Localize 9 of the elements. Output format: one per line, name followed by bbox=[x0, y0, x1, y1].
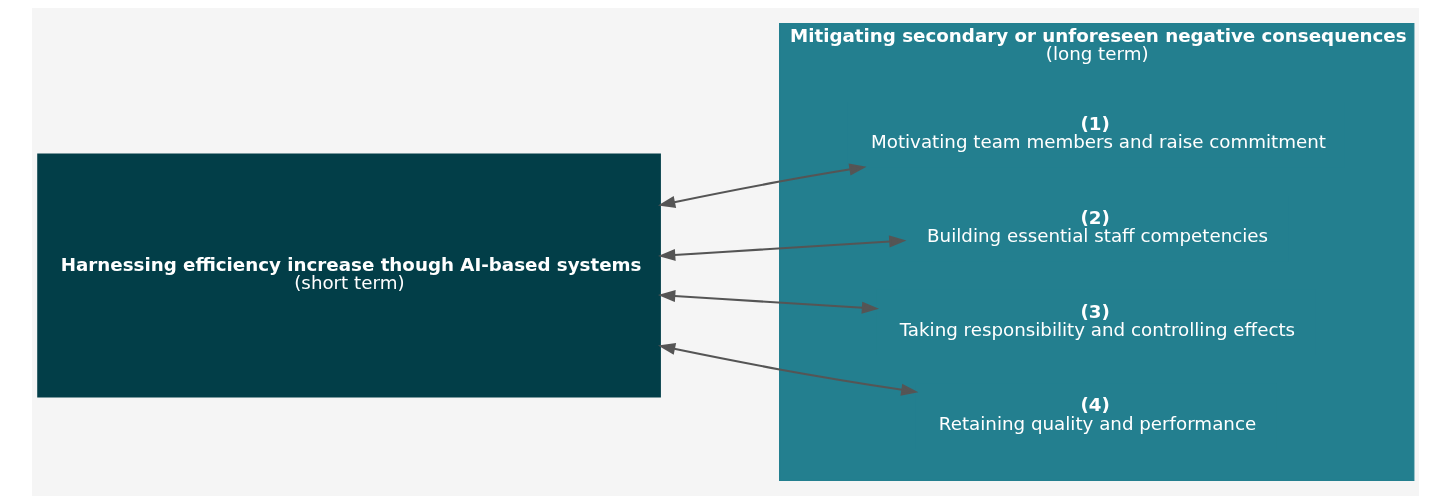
arrow bbox=[658, 289, 880, 314]
arrow bbox=[658, 163, 867, 208]
node-text: (1) Motivating team members and raise commitment bbox=[870, 112, 1326, 152]
node-text: (3) Taking responsibility and controlling effects bbox=[899, 300, 1296, 340]
node-text: (4) Retaining quality and performance bbox=[938, 394, 1257, 434]
arrow bbox=[658, 235, 907, 261]
arrow bbox=[658, 343, 919, 396]
node-text: (2) Building essential staff competencies bbox=[927, 206, 1269, 246]
node-box: Harnessing efficiency increase though AI-based systems (short term) bbox=[37, 153, 661, 398]
